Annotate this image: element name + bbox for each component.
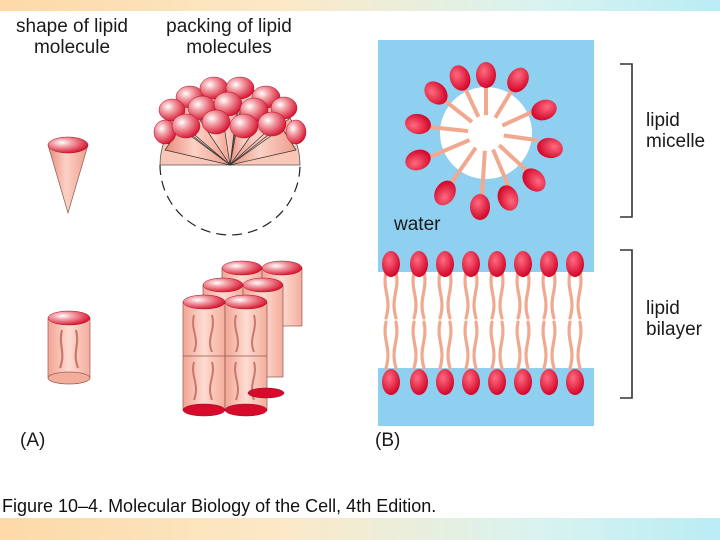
lipid-bilayer-label: lipid bilayer — [646, 298, 702, 340]
lipid-bilayer — [378, 251, 594, 395]
top-decorative-band — [0, 0, 720, 11]
lipid-micelle — [405, 62, 563, 220]
cone-packing-hemisphere — [153, 76, 307, 236]
figure-caption: Figure 10–4. Molecular Biology of the Ce… — [2, 496, 437, 516]
water-label: water — [394, 214, 441, 235]
cylinder-lipid-molecule — [47, 310, 91, 385]
panel-a-label: (A) — [20, 430, 46, 451]
water-panel — [378, 40, 594, 426]
cylinder-packing-block — [182, 260, 303, 417]
lipid-micelle-label: lipid micelle — [646, 110, 706, 152]
shape-of-lipid-label: shape of lipid molecule — [16, 16, 128, 58]
brackets — [620, 63, 633, 399]
bottom-decorative-band — [0, 518, 720, 540]
bilayer-bracket — [620, 249, 633, 399]
panel-b-label: (B) — [375, 430, 401, 451]
micelle-bracket — [620, 63, 633, 218]
packing-of-lipid-label: packing of lipid molecules — [166, 16, 292, 58]
cone-lipid-molecule — [47, 136, 89, 215]
